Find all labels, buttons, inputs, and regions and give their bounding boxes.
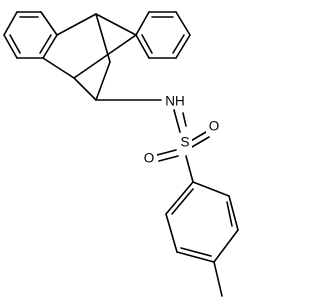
chemical-structure-drawing: NH S O O (3, 11, 239, 297)
atom-label-s: S (178, 134, 192, 151)
methyl-group (213, 261, 223, 297)
tolyl-ring (165, 181, 239, 263)
bridge-bonds (42, 13, 137, 101)
atom-label-o-left: O (141, 150, 157, 167)
atom-label-o-top: O (206, 118, 222, 135)
left-benzene-ring (3, 11, 58, 59)
ch2-nh-linker (95, 99, 181, 133)
oxygen-left-label: O (144, 151, 155, 166)
atom-label-nh: NH (163, 93, 187, 109)
oxygen-top-label: O (209, 119, 220, 134)
nh-label: NH (165, 94, 185, 109)
sulfur-label: S (180, 135, 189, 150)
right-benzene-ring (135, 11, 191, 59)
